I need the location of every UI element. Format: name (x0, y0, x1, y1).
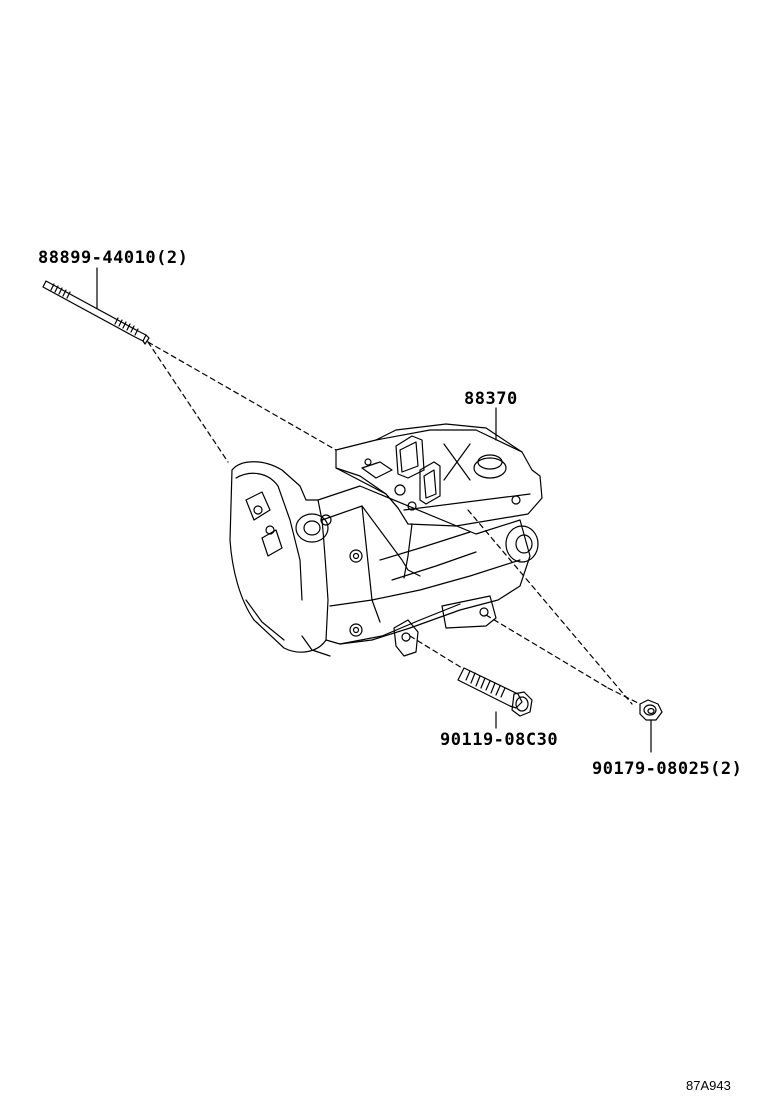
assembly-dashed-lines (148, 342, 640, 704)
stud-bolt-part-number: 88899-44010(2) (38, 248, 188, 268)
stud-bolt-qty: (2) (156, 248, 189, 268)
stud-bolt-drawing (43, 281, 149, 344)
compressor-number: 88370 (464, 389, 518, 409)
nut-part-number: 90179-08025(2) (592, 759, 742, 779)
compressor-drawing (230, 424, 542, 656)
bolt-part-number: 90119-08C30 (440, 730, 558, 750)
bolt-number: 90119-08C30 (440, 730, 559, 750)
nut-qty: (2) (710, 759, 743, 779)
stud-bolt-number: 88899-44010 (38, 248, 157, 268)
compressor-part-number: 88370 (464, 389, 518, 409)
bolt-drawing (458, 668, 532, 716)
figure-reference: 87A943 (686, 1078, 731, 1093)
nut-number: 90179-08025 (592, 759, 711, 779)
nut-drawing (640, 700, 662, 720)
